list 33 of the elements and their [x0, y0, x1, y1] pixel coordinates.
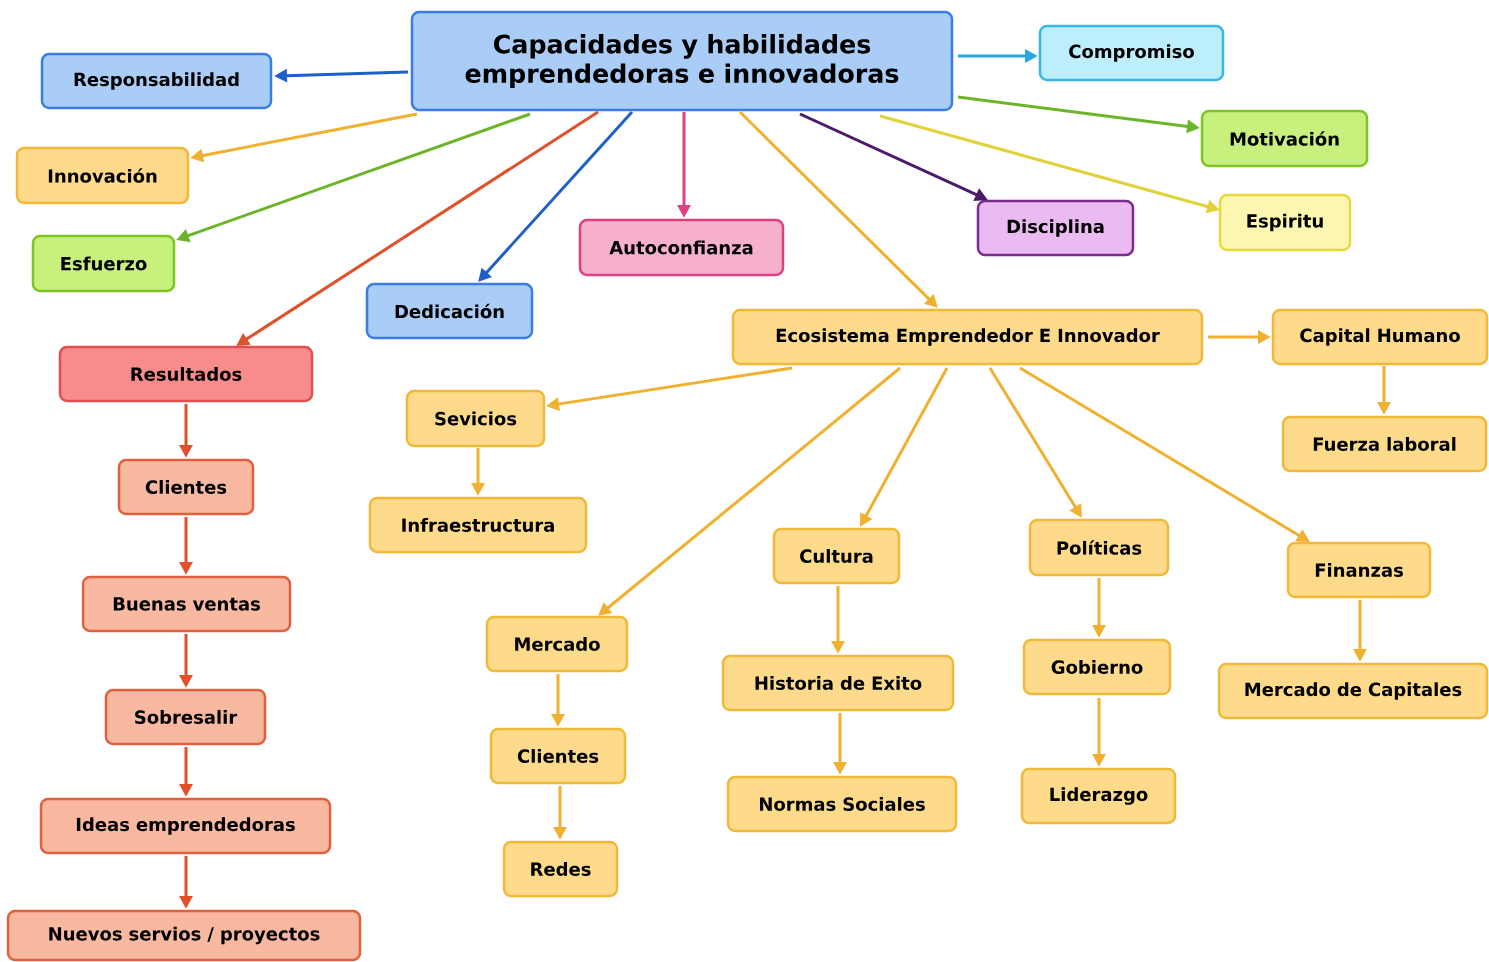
concept-box: Esfuerzo: [31, 234, 176, 293]
concept-box: Redes: [502, 840, 619, 898]
concept-box: Compromiso: [1038, 24, 1225, 82]
concept-box: Responsabilidad: [40, 52, 273, 110]
concept-box: Sevicios: [405, 389, 546, 448]
concept-box: Políticas: [1028, 518, 1170, 577]
concept-box: Infraestructura: [368, 496, 588, 554]
concept-box: Disciplina: [976, 199, 1135, 257]
concept-box: Dedicación: [365, 282, 534, 340]
concept-box: Cultura: [772, 527, 901, 585]
concept-box: Clientes: [117, 458, 255, 516]
concept-box: Innovación: [15, 146, 190, 205]
concept-box: Normas Sociales: [726, 775, 958, 833]
concept-box: Autoconfianza: [578, 218, 785, 277]
concept-box: Buenas ventas: [81, 575, 292, 633]
concept-box: Gobierno: [1022, 638, 1172, 696]
concept-box: Ecosistema Emprendedor E Innovador: [731, 308, 1204, 366]
concept-box: Capital Humano: [1271, 308, 1489, 366]
concept-box: Capacidades y habilidades emprendedoras e innovadoras: [410, 10, 954, 112]
concept-box: Historia de Exito: [721, 654, 955, 712]
concept-box: Motivación: [1200, 109, 1369, 168]
concept-box: Sobresalir: [104, 688, 267, 746]
concept-box: Fuerza laboral: [1281, 415, 1488, 473]
concept-box: Mercado de Capitales: [1217, 662, 1489, 720]
concept-box: Clientes: [489, 727, 627, 785]
arrow: [738, 110, 938, 308]
concept-box: Resultados: [58, 345, 314, 403]
concept-box: Mercado: [485, 615, 629, 673]
concept-box: Finanzas: [1286, 541, 1432, 599]
concept-box: Ideas emprendedoras: [39, 797, 332, 855]
concept-box: Liderazgo: [1020, 767, 1177, 825]
concept-box: Espiritu: [1218, 193, 1352, 252]
concept-box: Nuevos servios / proyectos: [6, 909, 362, 962]
